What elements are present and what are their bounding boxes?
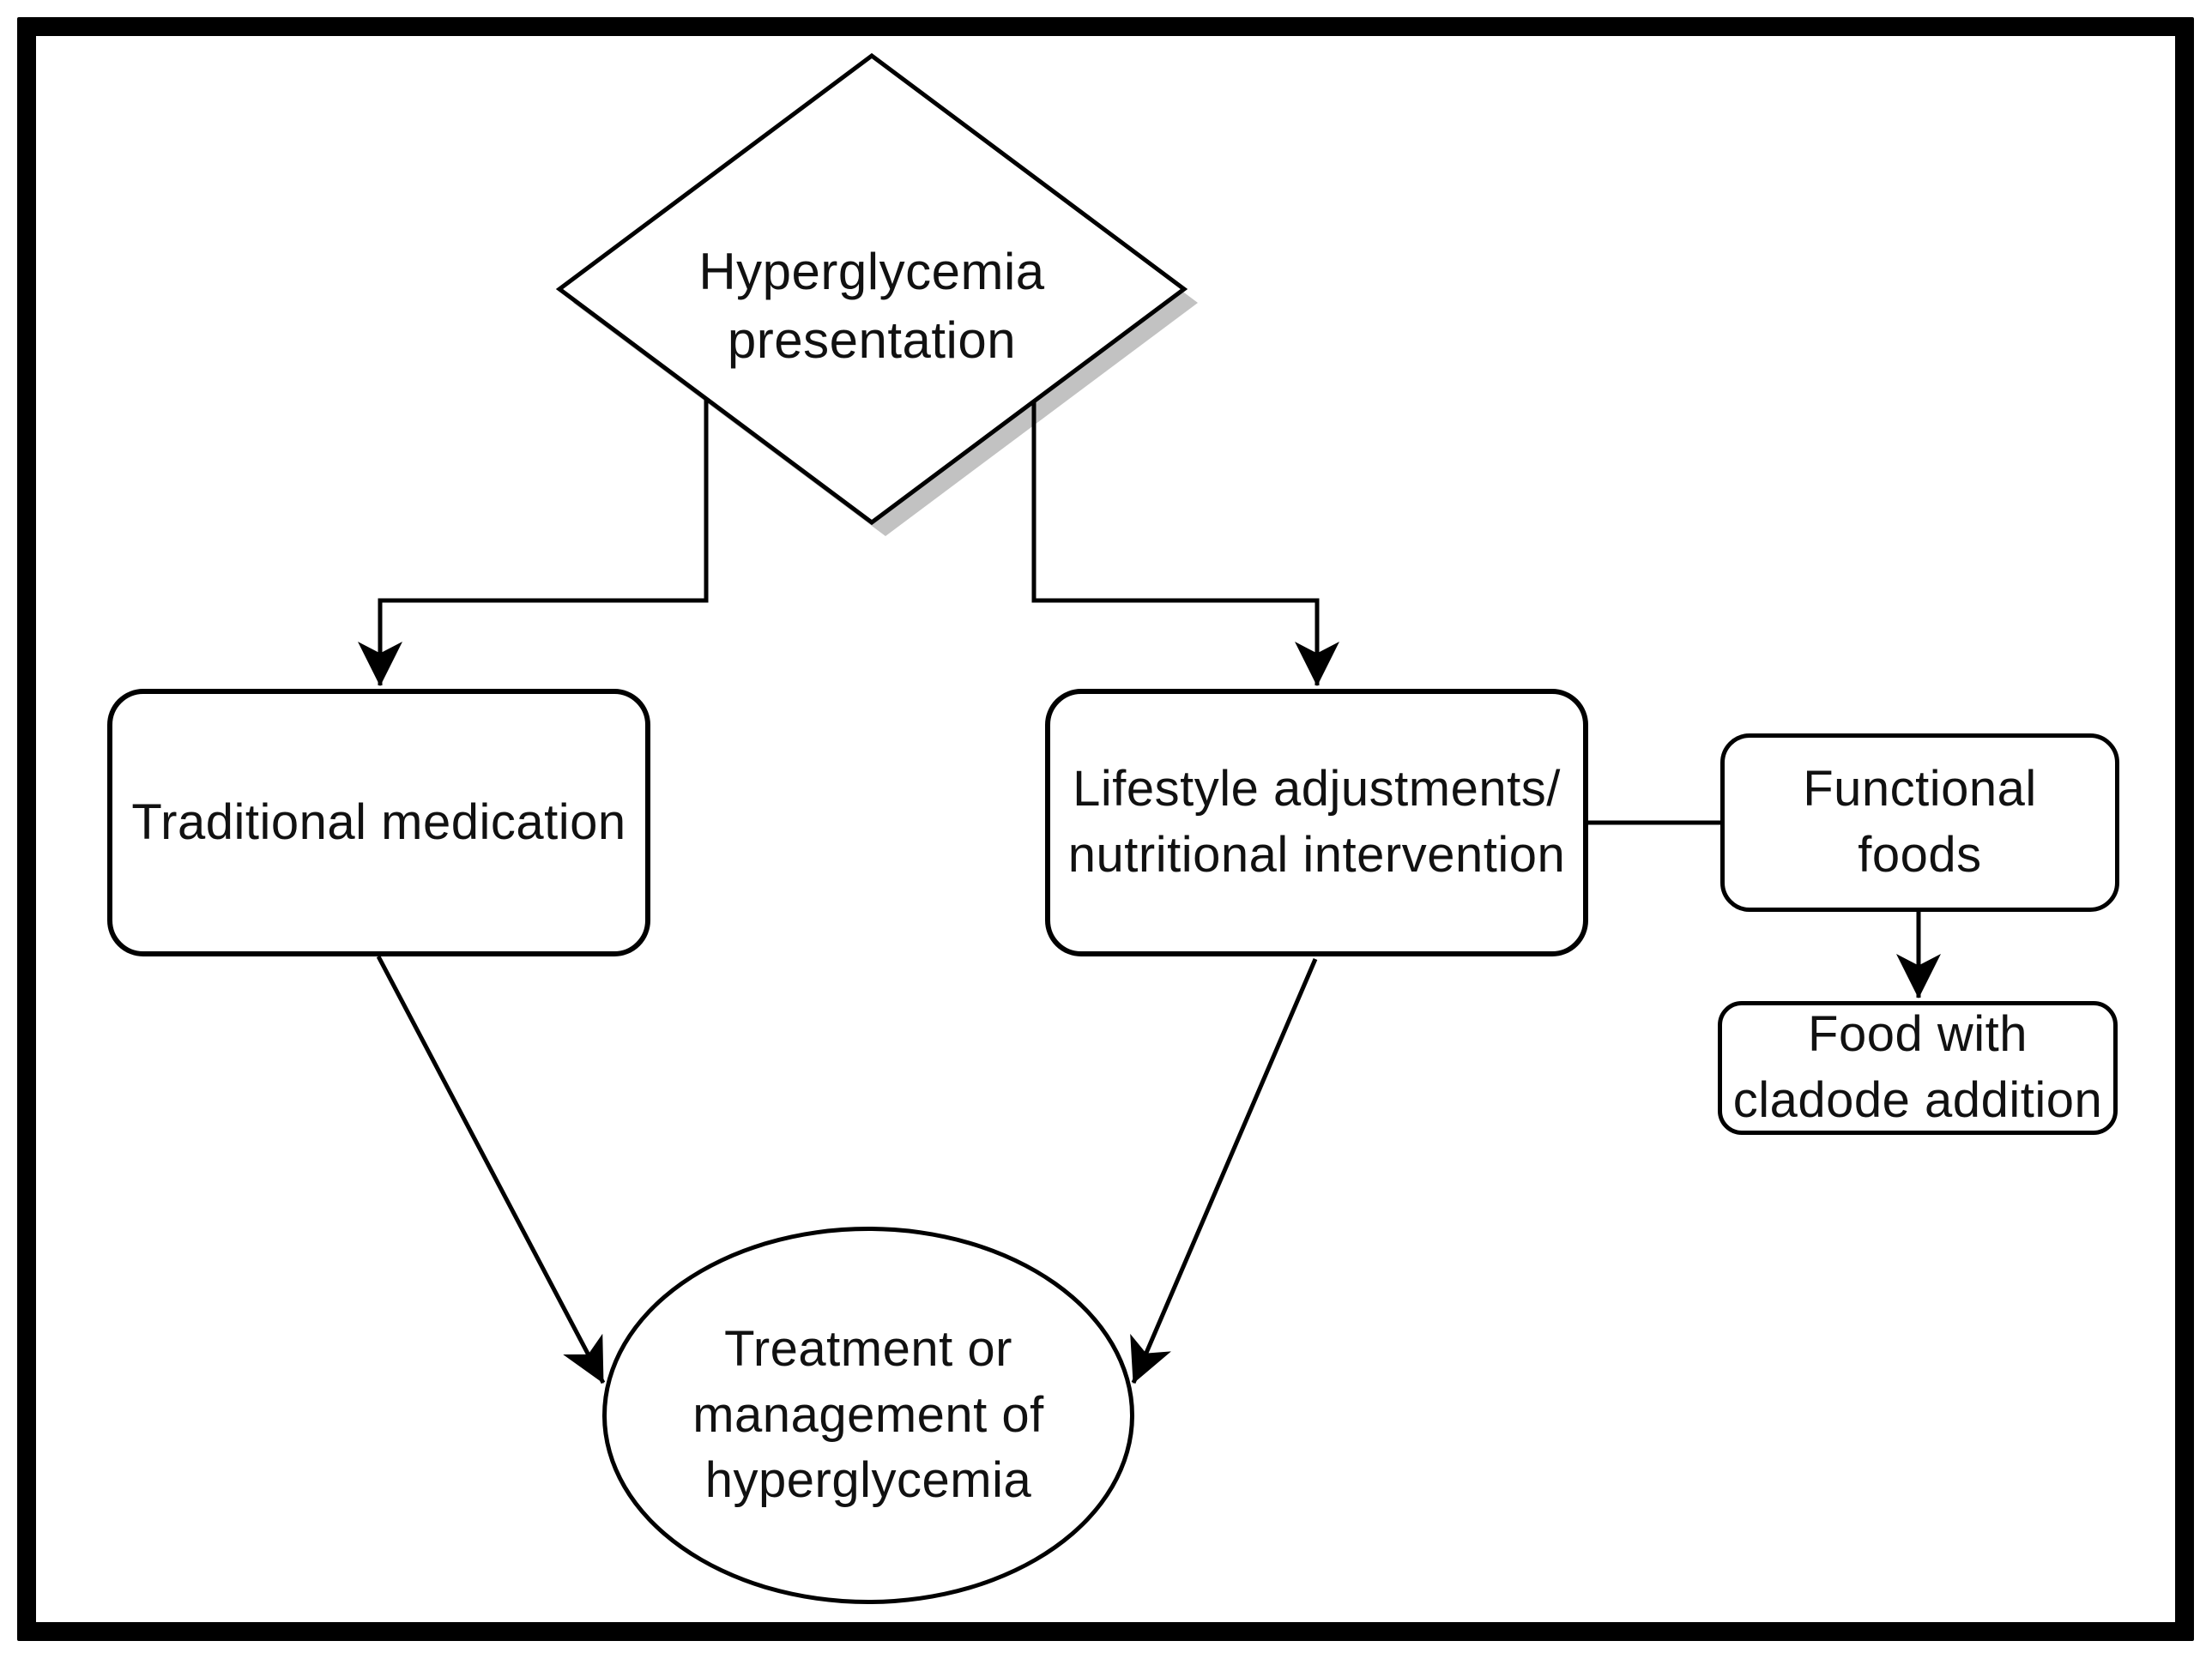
outer-frame <box>17 17 2194 1641</box>
node-traditional-medication-label: Traditional medication <box>131 793 626 850</box>
arrow-lifestyle-to-treatment <box>1130 958 1318 1384</box>
node-functional-foods: Functional foods <box>1720 733 2119 912</box>
node-lifestyle-adjustments-label: Lifestyle adjustments/ nutritional inter… <box>1067 761 1566 883</box>
node-functional-foods-label: Functional foods <box>1803 761 2037 883</box>
decision-diamond-shape <box>555 52 1188 526</box>
node-hyperglycemia-presentation: Hyperglycemia presentation <box>698 243 1045 369</box>
node-food-with-cladode-addition-label: Food with cladode addition <box>1732 1006 2103 1128</box>
node-traditional-medication: Traditional medication <box>107 689 650 956</box>
arrow-decision-to-lifestyle <box>1031 401 1339 687</box>
arrow-decision-to-traditional <box>358 399 709 687</box>
node-lifestyle-adjustments: Lifestyle adjustments/ nutritional inter… <box>1045 689 1588 956</box>
node-food-with-cladode-addition: Food with cladode addition <box>1718 1001 2118 1135</box>
arrow-traditional-to-treatment <box>376 955 606 1385</box>
node-treatment-management-label: Treatment or management of hyperglycemia <box>692 1321 1044 1509</box>
node-treatment-management: Treatment or management of hyperglycemia <box>602 1227 1134 1604</box>
